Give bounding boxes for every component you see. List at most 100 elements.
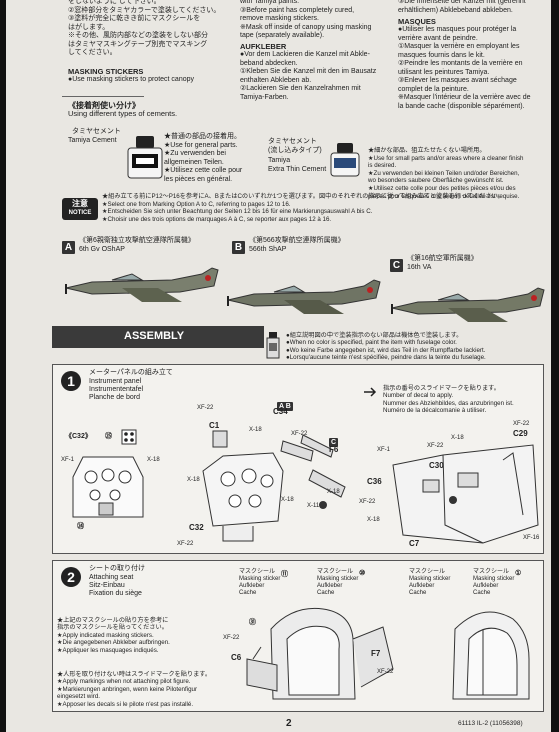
part-label-c6: C6 <box>231 653 242 662</box>
tamiya-cement-name: Tamiya Cement <box>68 137 117 144</box>
step-1-panel: 1 メーターパネルの組み立て Instrument panel Instrume… <box>52 364 544 554</box>
paint-x18: X-18 <box>147 457 160 463</box>
plane-c-profile-icon <box>391 287 545 322</box>
option-a: A 《第6親衛独立攻撃航空連隊所属機》 6th Gv OShAP <box>62 237 232 255</box>
aufkleber-text: ●Vor dem Lackieren die Kanzel mit Abkle-… <box>240 51 377 101</box>
product-code: 61113 IL-2 (11056398) <box>458 720 523 727</box>
part-label-c1: C1 <box>209 421 220 430</box>
cement-bottle-icon <box>127 136 163 179</box>
paint-x18d: X-18 <box>281 497 294 503</box>
cements-en-title: Using different types of cements. <box>68 109 178 118</box>
decal-number-24: ㉔ <box>77 523 84 530</box>
option-letter: B <box>232 241 245 254</box>
paint-x18b: X-18 <box>249 427 262 433</box>
instruction-page: をしないように して下さい。 ②窓枠部分をタミヤカラーで塗装してください。 ③塗… <box>6 0 551 732</box>
paint-xf22c: XF-22 <box>177 541 194 547</box>
option-jp: 《第566攻撃航空連隊所属機》 <box>249 237 345 244</box>
paint-x18e: X-18 <box>327 489 340 495</box>
step-title-de: Instrumententafel <box>89 386 144 393</box>
part-label-c36: C36 <box>367 477 382 486</box>
tamiya-cement-desc: ★普通の部品の接着用。 ★Use for general parts. ★Zu … <box>164 133 243 183</box>
lever-part-drawing <box>300 434 346 509</box>
paint-xf22b: XF-22 <box>291 431 308 437</box>
paint-xf22f: XF-22 <box>359 499 376 505</box>
step-2-panel: 2 シートの取り付け Attaching seat Sitz-Einbau Fi… <box>52 560 544 712</box>
pilot-note: ★人形を取り付けない時はスライドマークを貼ります。 ★Apply marking… <box>57 671 212 708</box>
option-c: C 《第16航空軍所属機》 16th VA <box>390 255 550 273</box>
sticker-label-3: マスクシール Masking sticker Aufkleber Cache <box>409 569 451 596</box>
plane-b-profile-icon <box>227 279 381 314</box>
paint-x18c: X-18 <box>187 477 200 483</box>
masques-title: MASQUES <box>398 17 436 26</box>
decal-number-31: ㉛ <box>249 619 256 626</box>
option-en: 566th ShAP <box>249 246 287 253</box>
sticker-label-1: マスクシール Masking sticker Aufkleber Cache <box>239 569 281 596</box>
seat-assembly-drawing <box>246 607 394 700</box>
sticker-number-1: ① <box>515 570 522 577</box>
part-label-c34: C34 <box>273 407 288 416</box>
canopy-frame-drawing <box>452 611 530 700</box>
paint-xf22: XF-22 <box>223 635 240 641</box>
masques-text: ●Utiliser les masques pour protéger la v… <box>398 26 531 110</box>
decal-sheet-icon <box>121 429 137 445</box>
paint-x18g: X-18 <box>367 517 380 523</box>
notice-text: ★組み立てる前にP12〜P16を参考にA、BまたはCのいずれか1つを選びます。図… <box>102 193 504 223</box>
aufkleber-title: AUFKLEBER <box>240 42 287 51</box>
notice-badge-en: NOTICE <box>68 210 92 216</box>
extra-thin-name: Tamiya Extra Thin Cement <box>268 157 327 173</box>
part-label-c32: 《C32》 <box>65 433 92 440</box>
assembly-title: ASSEMBLY <box>124 330 185 342</box>
option-letter: C <box>390 259 403 272</box>
masking-jp-text: をしないように して下さい。 ②窓枠部分をタミヤカラーで塗装してください。 ③塗… <box>68 0 221 56</box>
option-letter: A <box>62 241 75 254</box>
part-label-f7: F7 <box>371 649 381 658</box>
step-title-jp: シートの取り付け <box>89 565 145 572</box>
option-b: B 《第566攻撃航空連隊所属機》 566th ShAP <box>232 237 402 255</box>
step-title-fr: Fixation du siège <box>89 590 142 597</box>
paint-xf1b: XF-1 <box>377 447 391 453</box>
cockpit-side-drawing <box>392 444 539 544</box>
divider <box>62 96 144 97</box>
paint-xf16: XF-16 <box>523 535 540 541</box>
cements-jp-title: 《接着剤使い分け》 <box>68 101 140 110</box>
step-title-en: Instrument panel <box>89 378 142 385</box>
assembly-banner: ASSEMBLY <box>52 326 264 348</box>
option-jp: 《第16航空軍所属機》 <box>407 255 478 262</box>
part-label-f6: F6 <box>329 445 339 454</box>
paint-xf22e: XF-22 <box>427 443 444 449</box>
paint-bottle-icon <box>266 332 280 359</box>
part-label-c7: C7 <box>409 539 420 548</box>
extra-thin-desc: ★細かな部品、狙立たせたくない場所用。 ★Use for small parts… <box>368 147 524 200</box>
page-number: 2 <box>286 718 292 729</box>
step-title-de: Sitz-Einbau <box>89 582 125 589</box>
decal-arrow-icon <box>364 387 377 397</box>
assembly-legend: ●組立説明図の中で塗装指示のない部品は機体色で塗装します。 ●When no c… <box>286 332 486 362</box>
step-title-jp: メーターパネルの組み立て <box>89 369 173 376</box>
sticker-number-11: ⑪ <box>281 571 288 578</box>
sticker-number-10: ⑩ <box>359 570 366 577</box>
decal-number-25: ㉕ <box>105 433 112 440</box>
step-number: 2 <box>61 567 81 587</box>
part-label-c32b: C32 <box>189 523 204 532</box>
extra-thin-jp: タミヤセメント (流し込みタイプ) <box>268 138 322 154</box>
option-en: 16th VA <box>407 264 432 271</box>
option-ab-letters: A B <box>277 402 293 411</box>
decal-note: 指示の番号のスライドマークを貼ります。 Number of decal to a… <box>383 385 514 415</box>
panel-assembly-drawing <box>202 430 314 542</box>
plane-a-profile-icon <box>65 267 219 302</box>
option-en: 6th Gv OShAP <box>79 246 125 253</box>
part-label-c29: C29 <box>513 429 528 438</box>
masking-title: MASKING STICKERS <box>68 67 144 76</box>
tamiya-cement-jp: タミヤセメント <box>72 128 121 135</box>
paint-x18f: X-18 <box>451 435 464 441</box>
sticker-label-2: マスクシール Masking sticker Aufkleber Cache <box>317 569 359 596</box>
extra-thin-bottle-icon <box>330 143 360 177</box>
instrument-panel-drawing <box>72 456 144 518</box>
paint-xf22: XF-22 <box>197 405 214 411</box>
step-title-fr: Planche de bord <box>89 394 140 401</box>
step-title-en: Attaching seat <box>89 574 134 581</box>
paint-xf22d: XF-22 <box>513 421 530 427</box>
paint-xf22b: XF-22 <box>377 669 394 675</box>
sticker-label-4: マスクシール Masking sticker Aufkleber Cache <box>473 569 515 596</box>
option-ab-marker: A B <box>277 395 293 413</box>
